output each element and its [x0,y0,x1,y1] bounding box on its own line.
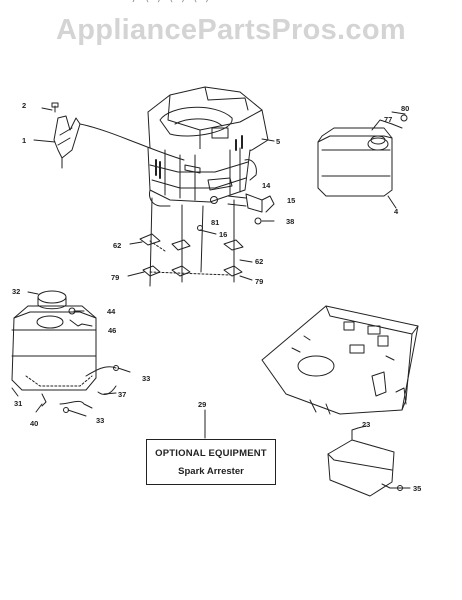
part-label-31: 31 [14,399,22,408]
part-label-79a: 79 [111,273,119,282]
engine-assembly [147,86,275,207]
throttle-control [33,102,185,169]
part-label-4: 4 [394,207,399,216]
part-label-16: 16 [219,230,227,239]
part-label-33a: 33 [142,374,150,383]
optional-equipment-title: OPTIONAL EQUIPMENT [155,448,267,459]
optional-equipment-box: OPTIONAL EQUIPMENT Spark Arrester [146,439,276,485]
top-cut-text: ' / ( ) ( ) ( ) [120,0,210,4]
part-label-79b: 79 [255,277,263,286]
part-label-44: 44 [107,307,116,316]
watermark-text: AppliancePartsPros.com [56,14,406,46]
engine-studs [127,197,253,287]
part-label-46: 46 [108,326,116,335]
part-label-29: 29 [198,400,206,409]
spark-arrester-part [327,425,411,497]
part-label-1: 1 [22,136,26,145]
part-label-38: 38 [286,217,294,226]
part-label-40: 40 [30,419,38,428]
mount-plate [261,305,419,415]
part-label-80: 80 [401,104,409,113]
part-label-37: 37 [118,390,126,399]
part-label-77: 77 [384,115,392,124]
fuel-tank [11,290,131,417]
part-label-32: 32 [12,287,20,296]
part-label-62a: 62 [113,241,121,250]
part-label-5: 5 [276,137,280,146]
part-label-33b: 33 [96,416,104,425]
part-number-labels: 2 1 5 80 77 4 14 15 81 16 38 62 62 79 79… [12,101,421,493]
muffler [227,111,408,225]
part-label-62b: 62 [255,257,263,266]
part-label-81: 81 [211,218,219,227]
spark-arrester-label: Spark Arrester [178,466,244,477]
part-label-2: 2 [22,101,26,110]
part-label-14: 14 [262,181,271,190]
part-label-35: 35 [413,484,421,493]
part-label-15: 15 [287,196,295,205]
part-label-23: 23 [362,420,370,429]
